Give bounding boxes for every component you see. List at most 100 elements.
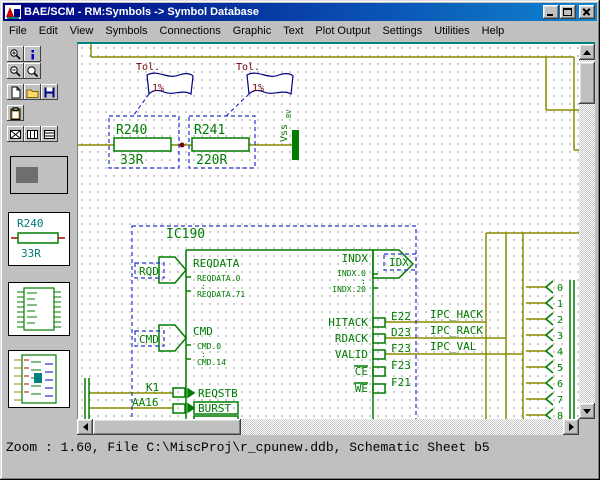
status-text: Zoom : 1.60, File C:\MiscProj\r_cpunew.d…: [6, 440, 490, 455]
symbol-pattern-2-icon: [27, 129, 38, 139]
info-icon: [31, 49, 34, 59]
save-icon: [44, 87, 55, 97]
symbol-pattern-1-button[interactable]: [7, 126, 24, 142]
junction-dot: [179, 142, 185, 148]
menu-graphic[interactable]: Graphic: [232, 24, 272, 37]
maximize-icon: [563, 8, 572, 16]
zoom-out-button[interactable]: [7, 63, 24, 79]
menu-utilities[interactable]: Utilities: [434, 24, 470, 37]
cmd-dots: :: [201, 350, 206, 359]
bus-bit-5: 5: [557, 363, 563, 374]
canvas-top-separator: [77, 42, 595, 44]
vss-bar: [292, 130, 299, 160]
bus-bit-1: 1: [557, 299, 563, 310]
scroll-up-button[interactable]: [579, 44, 595, 60]
vertical-scroll-thumb[interactable]: [579, 62, 595, 104]
reqdata-first: REQDATA.0: [197, 274, 241, 283]
pin-f21: F21: [391, 376, 411, 389]
bus-bit-0: 0: [557, 283, 563, 294]
status-bar: Zoom : 1.60, File C:\MiscProj\r_cpunew.d…: [6, 440, 596, 456]
menu-file[interactable]: File: [9, 24, 27, 37]
ic190-ref-label: IC190: [166, 227, 205, 242]
info-button[interactable]: [24, 46, 41, 62]
net-labels: IPC_HACK IPC_RACK IPC_VAL: [430, 308, 483, 353]
zoom-in-button[interactable]: [7, 46, 24, 62]
menu-text[interactable]: Text: [283, 24, 304, 37]
left-bus: [84, 378, 90, 419]
menu-plot-output[interactable]: Plot Output: [315, 24, 371, 37]
vertical-scroll-track[interactable]: [579, 60, 595, 403]
cmd-first: CMD.0: [197, 342, 221, 351]
rqd-pin-label: RQD: [139, 265, 159, 278]
cmd-pin-label: CMD: [139, 333, 159, 346]
tol-label-2: Tol.: [236, 62, 260, 73]
symbol-preview-ic-1[interactable]: [8, 282, 70, 336]
horizontal-scroll-thumb[interactable]: [93, 419, 241, 435]
vss-tag: BV: [285, 109, 293, 118]
resistor-r241[interactable]: R241 220R: [188, 115, 256, 169]
scroll-down-button[interactable]: [579, 403, 595, 419]
tol-flag-shape-1: [146, 72, 194, 96]
indx-dots: :: [361, 277, 366, 286]
menu-symbols[interactable]: Symbols: [105, 24, 148, 37]
tolerance-flag-1[interactable]: Tol. 1%: [132, 62, 194, 117]
menu-edit[interactable]: Edit: [38, 24, 58, 37]
close-button[interactable]: [579, 5, 595, 19]
hitack-label: HITACK: [328, 316, 368, 329]
power-symbol-vss[interactable]: Vss BV: [279, 109, 299, 160]
vertical-scrollbar[interactable]: [579, 44, 595, 419]
tol-value-2: 1%: [252, 83, 264, 94]
indx-first: INDX.0: [337, 269, 366, 278]
symbol-pattern-1-icon: [10, 129, 21, 139]
ic190[interactable]: IC190: [131, 225, 417, 419]
symbol-preview-resistor[interactable]: R240 33R: [8, 212, 70, 266]
scroll-down-icon: [583, 408, 591, 414]
net-ipc-val: IPC_VAL: [430, 340, 477, 353]
layer-preview-pane[interactable]: [10, 156, 68, 194]
resistor-r240[interactable]: R240 33R: [108, 115, 180, 169]
tol-flag-shape-2: [246, 72, 294, 96]
minimize-icon: [547, 14, 553, 16]
scroll-left-button[interactable]: [77, 419, 93, 435]
horizontal-scroll-track[interactable]: [93, 419, 563, 435]
new-document-button[interactable]: [7, 84, 24, 100]
save-button[interactable]: [41, 84, 58, 100]
menu-help[interactable]: Help: [481, 24, 505, 37]
title-bar: BAE/SCM - RM:Symbols -> Symbol Database: [3, 3, 597, 21]
menu-view[interactable]: View: [69, 24, 94, 37]
menu-settings[interactable]: Settings: [382, 24, 423, 37]
zoom-window-button[interactable]: [24, 63, 41, 79]
preview-resistor-ref: R240: [17, 217, 44, 230]
minimize-button[interactable]: [543, 5, 559, 19]
menu-bar: File Edit View Symbols Connections Graph…: [3, 21, 597, 40]
open-folder-icon: [26, 89, 39, 98]
bus-entries[interactable]: 0 1 2 3 4 5 6 7 8: [544, 280, 575, 419]
scroll-left-icon: [82, 423, 88, 431]
menu-connections[interactable]: Connections: [159, 24, 221, 37]
reqdata-last: REQDATA.71: [197, 290, 245, 299]
bus-bit-2: 2: [557, 315, 563, 326]
tolerance-flag-2[interactable]: Tol. 1%: [225, 62, 294, 117]
clipboard-icon: [10, 106, 21, 120]
scroll-right-button[interactable]: [563, 419, 579, 435]
symbol-pattern-2-button[interactable]: [24, 126, 41, 142]
pin-f23-2: F23: [391, 359, 411, 372]
r241-ref-label: R241: [194, 123, 225, 138]
k1-pin-label: K1: [146, 381, 159, 394]
zoom-window-icon: [27, 65, 39, 77]
symbol-pattern-3-button[interactable]: [41, 126, 58, 142]
open-folder-button[interactable]: [24, 84, 41, 100]
symbol-preview-ic-2[interactable]: [8, 350, 70, 408]
clipboard-button[interactable]: [7, 105, 24, 121]
vss-label: Vss: [279, 124, 290, 142]
app-icon[interactable]: [5, 5, 21, 19]
reqdata-label: REQDATA: [193, 257, 240, 270]
reqdata-dots: :: [201, 282, 206, 291]
horizontal-scrollbar[interactable]: [77, 419, 579, 435]
schematic-canvas[interactable]: Tol. 1% Tol. 1% R240 33R: [77, 44, 579, 419]
maximize-button[interactable]: [560, 5, 576, 19]
bus-entry-shapes: [544, 280, 575, 419]
cmd-last: CMD.14: [197, 358, 226, 367]
tol-label-1: Tol.: [136, 62, 160, 73]
